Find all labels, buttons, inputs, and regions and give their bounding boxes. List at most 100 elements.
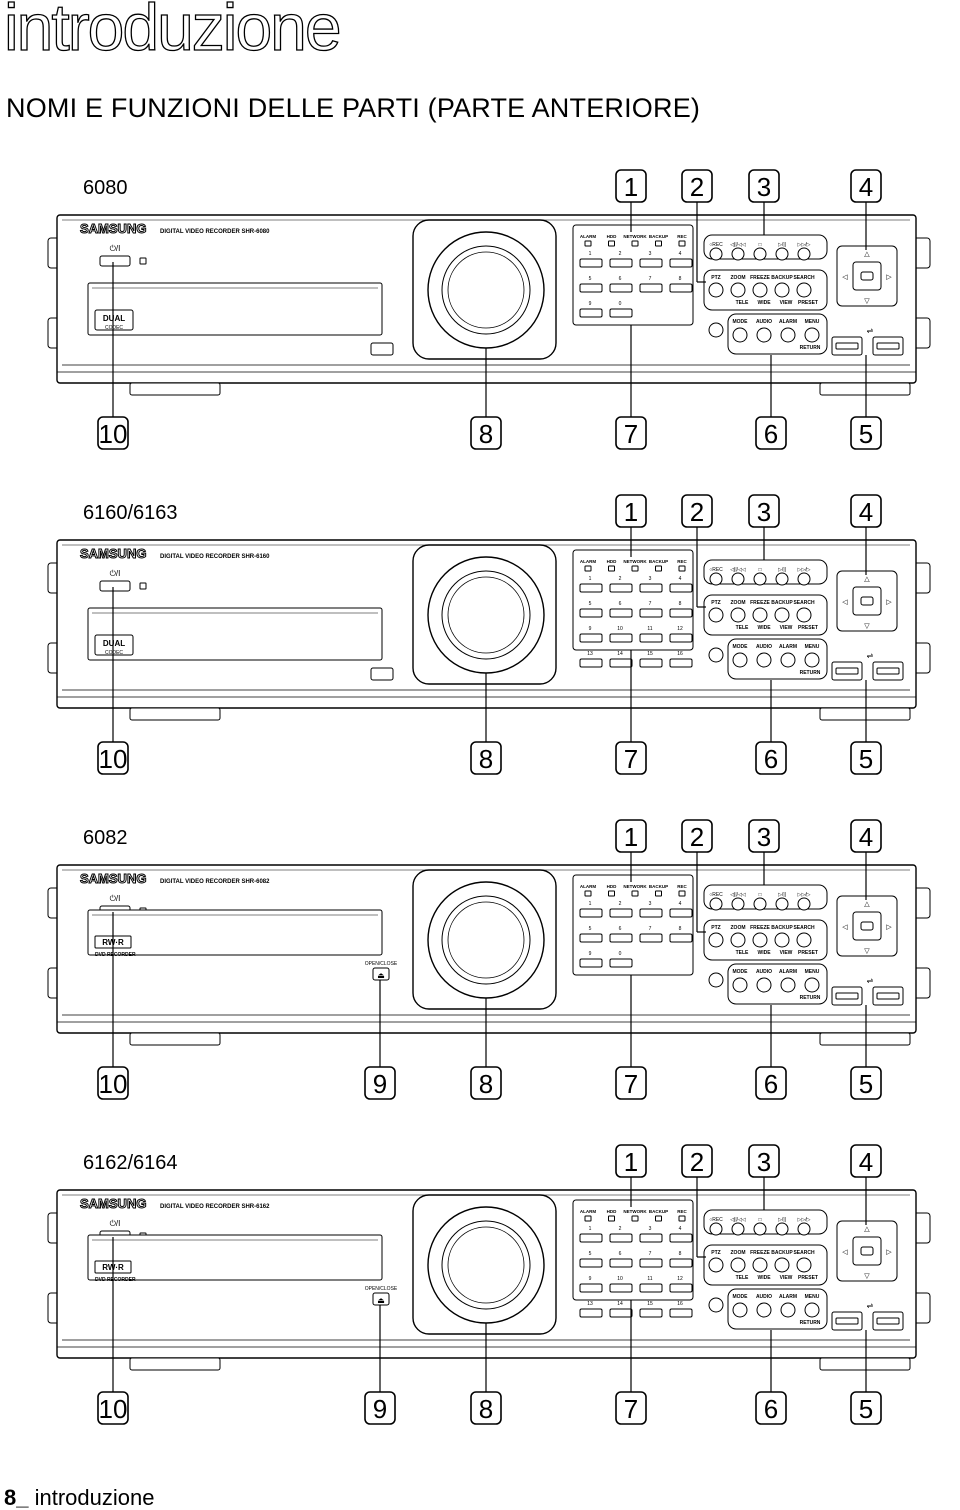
status-led (608, 565, 615, 572)
callout-box (470, 1066, 502, 1100)
menu-label: MODE (733, 1294, 749, 1300)
callout-box (755, 1066, 787, 1100)
menu-button (804, 1302, 820, 1318)
status-led (631, 1215, 639, 1222)
playback-button (775, 897, 789, 911)
ptz-button (774, 1257, 790, 1273)
channel-key-5 (579, 933, 603, 943)
usb-icon: ⇌ (867, 651, 874, 660)
status-label: ALARM (580, 559, 596, 564)
callout-top-3: 3 (748, 494, 780, 528)
playback-button (797, 572, 811, 586)
channel-key-label: 6 (619, 1251, 622, 1257)
channel-key-label: 10 (617, 626, 623, 632)
callout-top-1: 1 (615, 819, 647, 853)
direction-pad: △▽◁▷ (836, 895, 898, 957)
open-close-button (372, 967, 390, 981)
open-close-label: OPEN/CLOSE (365, 1286, 398, 1292)
enter-button (860, 921, 874, 931)
callout-label: 6 (764, 744, 778, 774)
ptz-button (708, 932, 724, 948)
channel-key-label: 7 (649, 276, 652, 282)
ir-sensor (708, 647, 724, 663)
menu-button (804, 652, 820, 668)
menu-label: ALARM (779, 1294, 797, 1300)
callout-label: 7 (624, 1069, 638, 1099)
channel-key-label: 9 (589, 1276, 592, 1282)
callout-bottom-5: 5 (850, 1391, 882, 1425)
model-label: 6162/6164 (83, 1152, 178, 1174)
dual-codec-text: DUAL (103, 639, 125, 648)
channel-key-label: 9 (589, 951, 592, 957)
playback-button (797, 1222, 811, 1236)
playback-button (775, 1222, 789, 1236)
menu-button (756, 652, 772, 668)
channel-key-label: 7 (649, 926, 652, 932)
callout-label: 4 (859, 172, 873, 202)
channel-key-0 (609, 308, 633, 318)
status-led (655, 565, 662, 572)
usb-port-2-slot (876, 667, 900, 675)
right-arrow-icon: ▷ (886, 599, 892, 606)
ptz-button (796, 607, 812, 623)
ptz-button (752, 607, 768, 623)
callout-box (97, 1391, 129, 1425)
keypad-panel (572, 874, 694, 976)
page-footer: 8_ introduzione (4, 1487, 154, 1509)
channel-key-label: 1 (589, 901, 592, 907)
channel-key-label: 11 (647, 1276, 652, 1282)
page-number: 8_ (4, 1485, 29, 1510)
status-led (631, 240, 639, 247)
ptz-button (796, 1257, 812, 1273)
menu-label: MODE (733, 644, 749, 650)
ptz-button (708, 1257, 724, 1273)
channel-key-15 (639, 1308, 663, 1318)
channel-key-2 (609, 1233, 633, 1243)
callout-top-4: 4 (850, 819, 882, 853)
channel-key-label: 4 (679, 251, 682, 257)
callout-bottom-8: 8 (470, 741, 502, 775)
power-label: ⏻/I (110, 1219, 121, 1228)
playback-label: ◁||/◁◁ (730, 242, 746, 248)
callout-label: 1 (624, 1147, 638, 1177)
status-led (678, 240, 686, 247)
channel-key-10 (609, 633, 633, 643)
channel-key-label: 1 (589, 251, 592, 257)
channel-key-1 (579, 908, 603, 918)
ptz-sub-label: TELE (736, 625, 749, 631)
callout-box (850, 416, 882, 450)
status-label: NETWORK (623, 559, 647, 564)
status-led (608, 890, 615, 897)
ptz-button (774, 932, 790, 948)
down-arrow-icon: ▽ (864, 1273, 870, 1280)
status-label: REC (677, 1209, 687, 1214)
usb-port-2-slot (876, 1317, 900, 1325)
ptz-label: PTZ (711, 275, 720, 281)
ptz-label: BACKUP (771, 925, 793, 931)
channel-key-5 (579, 283, 603, 293)
ptz-label: ZOOM (731, 275, 746, 281)
playback-label: ○REC (709, 1217, 723, 1223)
callout-label: 8 (479, 419, 493, 449)
ptz-sub-label: TELE (736, 1275, 749, 1281)
status-label: HDD (607, 234, 617, 239)
callout-label: 1 (624, 172, 638, 202)
menu-label: ALARM (779, 319, 797, 325)
channel-key-label: 11 (647, 626, 652, 632)
ptz-button (730, 282, 746, 298)
callout-bottom-10: 10 (97, 1066, 129, 1100)
channel-key-6 (609, 1258, 633, 1268)
playback-label: □ (758, 1217, 761, 1223)
channel-key-4 (669, 908, 693, 918)
channel-key-4 (669, 258, 693, 268)
status-led (631, 890, 639, 897)
callout-bottom-6: 6 (755, 416, 787, 450)
playback-label: ▷/|| (778, 242, 786, 248)
callout-box (850, 1066, 882, 1100)
channel-key-label: 8 (679, 601, 682, 607)
ir-sensor (708, 1297, 724, 1313)
playback-button (731, 897, 745, 911)
ptz-label: FREEZE (750, 275, 770, 281)
chassis-foot (129, 707, 221, 721)
